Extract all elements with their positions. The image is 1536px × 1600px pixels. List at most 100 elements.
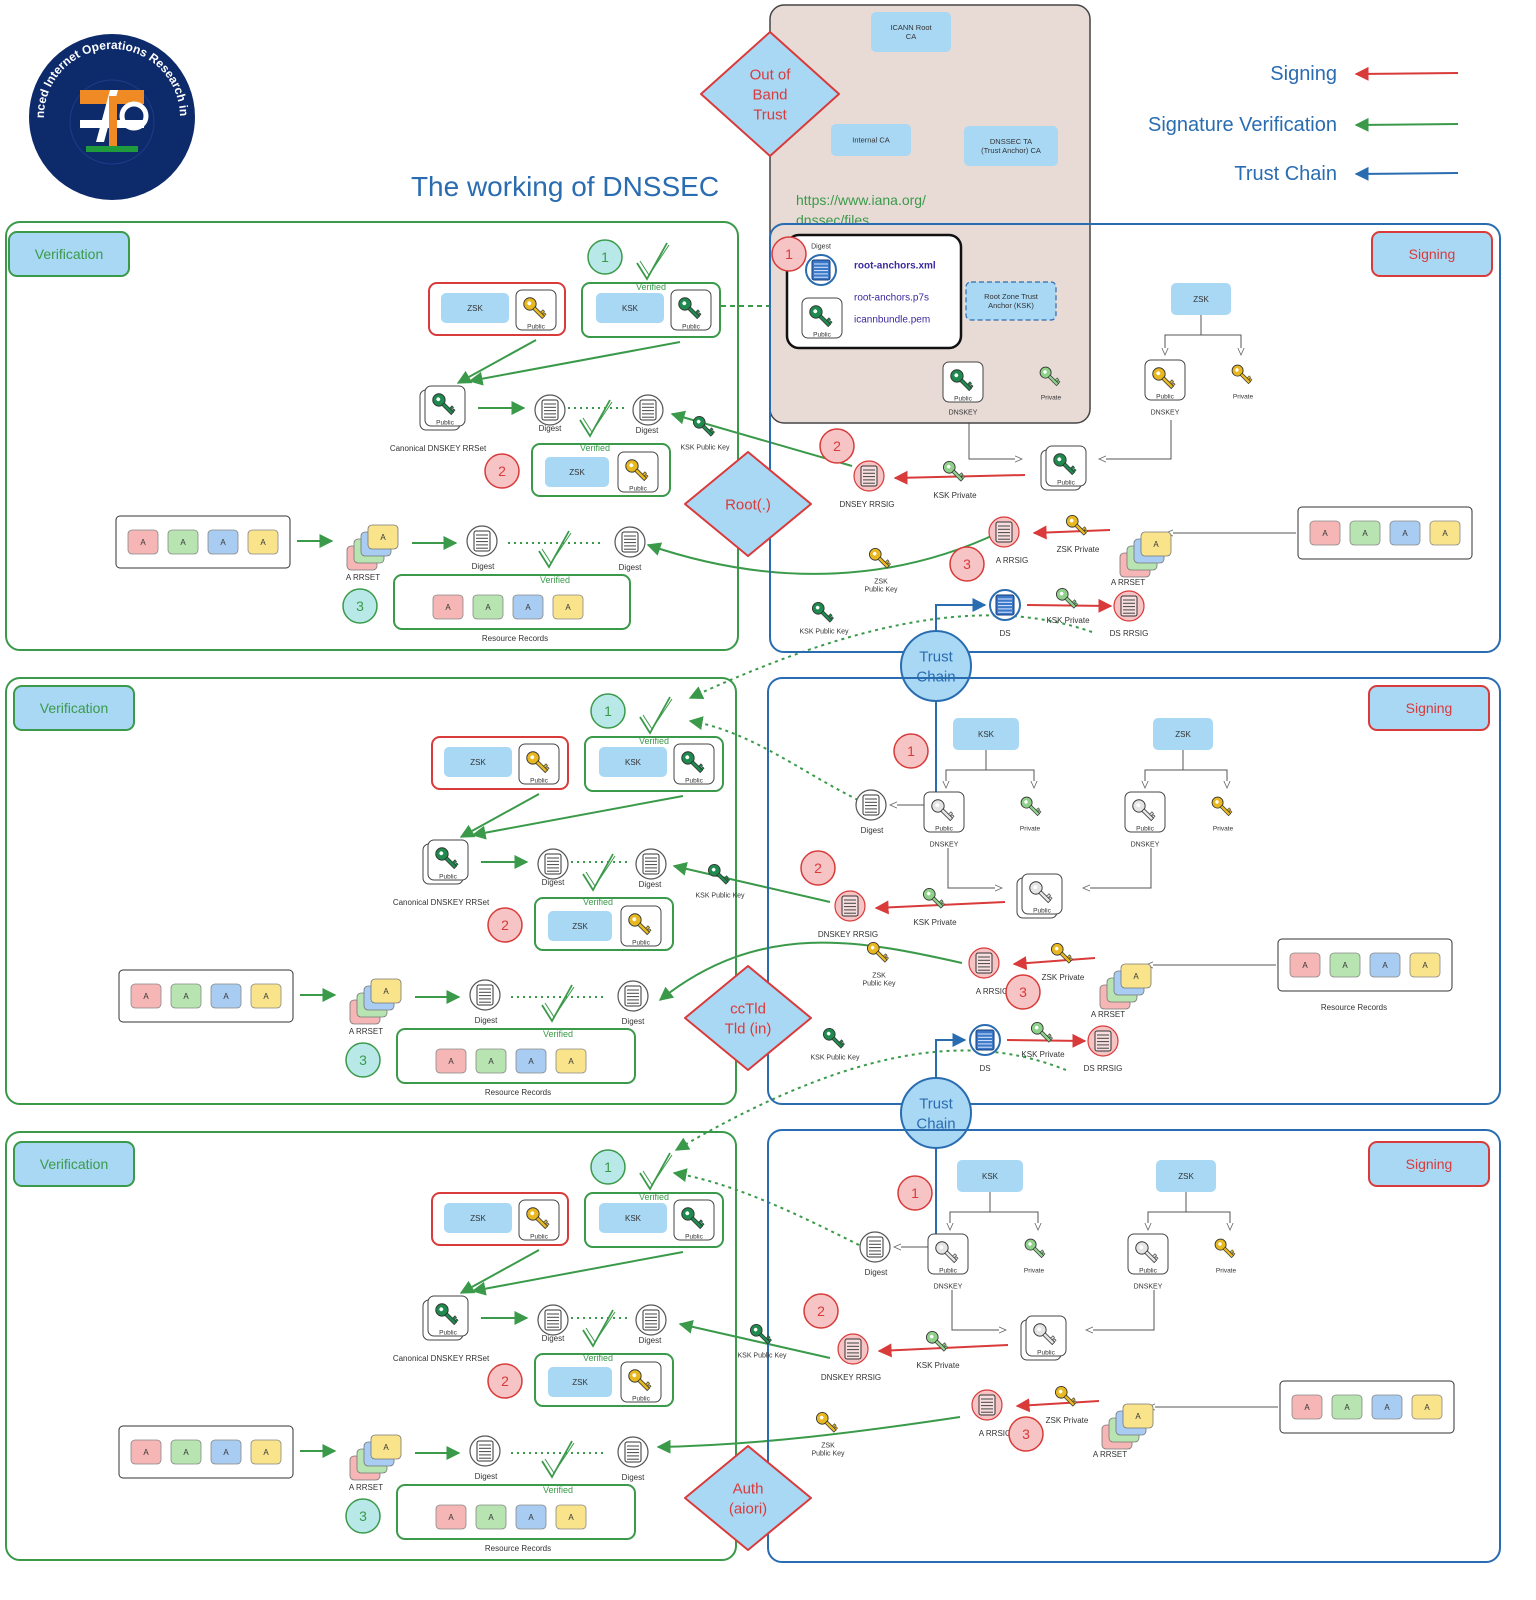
signing-zsk-private-label-0: Private [1233,393,1254,400]
zsk-verified-frame-0 [531,443,671,497]
ksk-public-0-key-icon [678,297,702,320]
signing-zsk-dnskey-label-1: DNSKEY [1131,841,1160,848]
digest-b-label-2: Digest [639,1336,662,1345]
zone-diamond-1 [684,965,812,1071]
digest-page [621,531,639,553]
signing-rrset-1-label: A [1133,972,1139,981]
signing-ksk-box-1-box [953,718,1019,750]
key-tooth [1070,1397,1076,1402]
legend-arrow-0 [1354,66,1459,81]
ksk-public-0-label: Public [682,323,700,330]
signing-step-3-1-label: 3 [1019,984,1027,1000]
key-tooth [961,475,965,480]
key-hole [1069,518,1074,523]
page-title: The working of DNSSEC [411,171,719,202]
verify-rr-row-1-chip [210,983,242,1009]
key-tooth [1226,807,1231,812]
key-tooth [1066,954,1072,959]
digest-a-label-0: Digest [539,424,562,433]
key-tooth [452,859,457,865]
ksk-private-label-2: KSK Private [916,1361,960,1370]
key-tooth [545,1222,550,1227]
combined-dnskey-2-label: Public [1037,1349,1055,1356]
ds-ksk-public-key-0 [811,601,834,623]
zsk-box-1: ZSK [444,747,512,777]
key-tooth [1229,1249,1234,1254]
verified-label-2-0: Verified [580,443,610,453]
ksk-public-key-label-1: KSK Public Key [695,892,745,899]
zsk-to-private-1 [1183,769,1227,788]
key-hole [530,1211,535,1216]
ksk-to-private-1 [986,769,1034,788]
signing-step-3-0 [949,546,985,582]
key-shaft [637,922,651,936]
ds-ksk-private-key-0 [1055,587,1078,609]
key-hole [439,851,444,856]
ksk-public-verify-1 [672,862,831,903]
zsk-verified-box-0-label: ZSK [569,468,585,477]
digest-page [476,984,494,1006]
dnskey-rrsig-label-1: DNSKEY RRSIG [818,930,878,939]
key-tooth [1069,957,1073,962]
canonical-label-0: Canonical DNSKEY RRSet [390,444,487,453]
zsk-to-combined-0 [1099,420,1172,459]
signing-rrset-label-0: A RRSET [1111,578,1145,587]
key-shaft [1161,376,1175,390]
verify-rr-final-2-chip [515,1504,547,1530]
key-tooth [1052,1338,1057,1343]
root-dnskey-label: DNSKEY [949,409,978,416]
ds-0 [989,589,1021,621]
key-tooth [647,928,652,933]
verify-rr-row-1-chip [250,983,282,1009]
key-shaft [1141,808,1155,822]
canonical-label-1: Canonical DNSKEY RRSet [393,898,490,907]
verify-rr-row-2-chip [170,1439,202,1465]
zsk-box-0-box [441,293,509,323]
key-hole [819,1415,824,1420]
key-tooth [882,953,888,958]
verify-step-3-1 [345,1042,381,1078]
rrsig-page [978,1394,996,1416]
verify-rr-frame-0 [393,574,631,630]
ds-ksk-verify-0 [688,614,1093,700]
ds-ksk-private-label-1: KSK Private [1021,1050,1065,1059]
signing-rr-row-1-chip [1329,952,1361,978]
ksk-to-private-2 [990,1211,1038,1230]
signing-zsk-box-2-box [1156,1160,1216,1192]
key-shaft [1062,462,1076,476]
key-hole [1215,800,1219,804]
key-shaft [1239,372,1252,385]
verify-rr-final-0-chip-label: A [445,603,451,612]
digest-d-0 [614,526,646,558]
files-digest-icon [805,254,837,286]
verification-tag-1-box [13,685,135,731]
ksk-to-combined-1 [947,848,1002,888]
zsk-private-label-0: ZSK Private [1057,545,1100,554]
rrsig-page [1120,595,1138,617]
key-shaft [818,314,832,328]
key-shaft [535,1216,549,1230]
signing-digest-label-1: Digest [861,826,884,835]
verify-rr-final-2-chip [435,1504,467,1530]
key-tooth [645,925,650,931]
key-tooth [1071,599,1077,604]
zsk-private-key-2 [1054,1385,1077,1407]
verify-rr-final-1-chip-label: A [528,1057,534,1066]
key-tooth [451,408,456,413]
key-hole [685,755,690,760]
digest-c-2 [469,1435,501,1467]
signing-step-2-2 [803,1293,839,1329]
zsk-private-label-2: ZSK Private [1046,1416,1089,1425]
signing-panel-0 [769,223,1501,653]
signing-zsk-public-2-label: Public [1139,1267,1157,1274]
verified-check-1-0 [639,244,670,276]
key-tooth [700,1222,705,1227]
key-hole [530,755,535,760]
verification-tag-0-box [8,231,130,277]
digest-d-label-2: Digest [622,1473,645,1482]
ksk-box-2-label: KSK [625,1214,642,1223]
root-ksk-to-combined [968,420,1022,459]
verify-rr-row-0-chip-label: A [140,538,146,547]
